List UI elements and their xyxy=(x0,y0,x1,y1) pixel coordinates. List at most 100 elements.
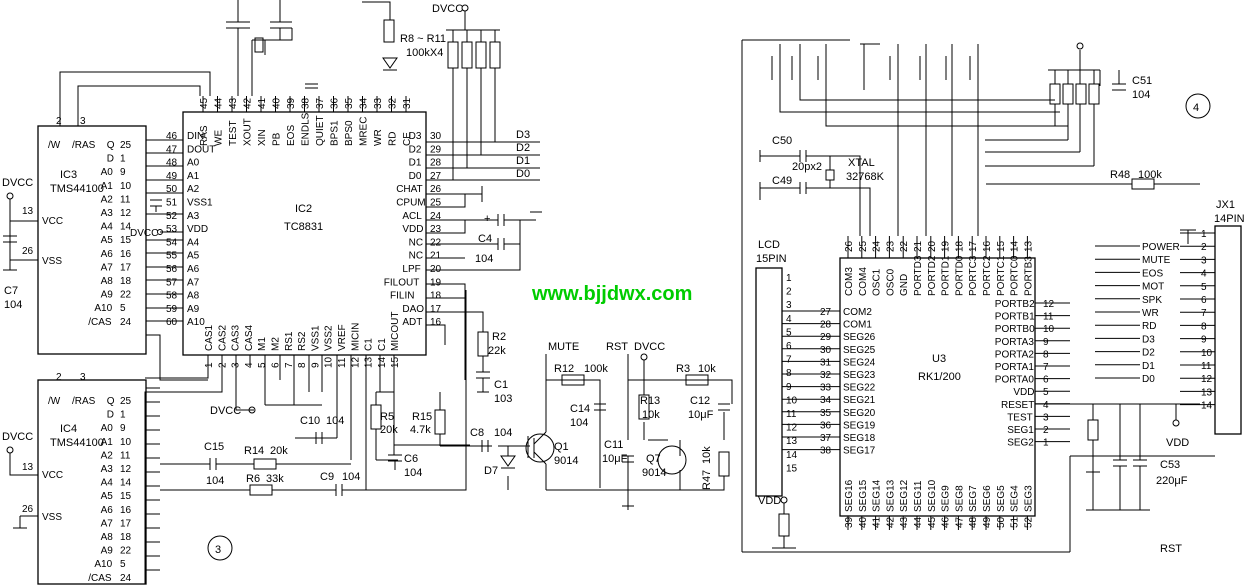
ic2-pin-number: 40 xyxy=(272,97,283,109)
ground-icon-vss1 xyxy=(150,199,162,212)
ic2-pin-name: ENDLS xyxy=(301,112,312,146)
c14-label: C14 xyxy=(570,403,590,415)
u3-pin-number: 23 xyxy=(885,240,896,252)
u3-pin-name: GND xyxy=(899,274,910,296)
c15-c9-cap-icons xyxy=(209,458,343,496)
ic2-pin-name: A4 xyxy=(187,237,200,248)
q1-value: 9014 xyxy=(554,455,578,467)
r2-resistor-icon xyxy=(477,331,489,357)
u3-pin-name: PORTC1 xyxy=(996,255,1007,296)
ic2-pin-number: 37 xyxy=(315,97,326,109)
led-wire xyxy=(362,1,391,20)
ic2-pin-number: 41 xyxy=(257,97,268,109)
filter-wires xyxy=(426,283,484,380)
reset-wires xyxy=(1035,403,1215,552)
ic2-pin-name: MICIN xyxy=(350,323,361,351)
u3-pin-number: 44 xyxy=(913,516,924,528)
ic3-vss-pin: 26 xyxy=(22,246,34,257)
u3-pin-number: 19 xyxy=(941,240,952,252)
lcd-connector-body xyxy=(755,267,783,497)
ic4-top-pin-name: /RAS xyxy=(72,396,96,407)
ic3-to-ic2-ras-we-wires xyxy=(59,71,211,126)
xtal-value: 32768K xyxy=(846,171,885,183)
ic2-pin-name: WR xyxy=(373,129,384,146)
u3-pin-name: SEG26 xyxy=(843,332,876,343)
lcd-pin-number: 12 xyxy=(786,423,798,434)
u3-pin-name: PORTB1 xyxy=(995,312,1035,323)
ic2-pin-name: CAS1 xyxy=(204,324,215,351)
dvcc-label-vdd: DVCC xyxy=(130,228,158,239)
u3-pin-name: PORTB2 xyxy=(995,299,1035,310)
vdd-terminal-icon xyxy=(1172,419,1180,427)
c1-label: C1 xyxy=(494,379,508,391)
r6-label: R6 xyxy=(246,473,260,485)
ic4-pin-number: 17 xyxy=(120,518,132,529)
r48-value: 100k xyxy=(1138,169,1162,181)
dvcc-terminal-icon-5 xyxy=(640,353,648,361)
jx1-title: JX1 xyxy=(1216,199,1235,211)
lcd-pin-number: 13 xyxy=(786,436,798,447)
r6-resistor-icon xyxy=(249,484,273,496)
mute-label: MUTE xyxy=(548,341,579,353)
vdd-resistor-icon xyxy=(778,513,790,537)
ic3-vcc-name: VCC xyxy=(42,216,63,227)
ic2-pin-name: M2 xyxy=(271,337,282,351)
ic2-pin-number: 55 xyxy=(166,251,178,262)
ic3-pin-number: 22 xyxy=(120,290,132,301)
ic4-ref: IC4 xyxy=(60,423,77,435)
u3-pin-name: SEG4 xyxy=(1010,485,1021,512)
c12-capacitor-icon xyxy=(718,403,730,411)
c1-capacitor-icon xyxy=(476,356,490,393)
ic2-pin-number: 53 xyxy=(166,224,178,235)
u3-pin-number: 38 xyxy=(820,446,832,457)
ic4-pin-number: 5 xyxy=(120,559,126,570)
ic2-pin-number: 56 xyxy=(166,264,178,275)
jx1-signal-label: WR xyxy=(1142,308,1159,319)
ic2-pin-number: 8 xyxy=(297,362,308,368)
ic2-pin-name: FILOUT xyxy=(384,277,420,288)
ic2-pin-name: M1 xyxy=(257,337,268,351)
ic2-pin-name: VSS2 xyxy=(324,325,335,351)
ic3-pin-name: A8 xyxy=(101,276,114,287)
ic2-pin-name: CHAT xyxy=(396,184,422,195)
ic2-pin-number: 31 xyxy=(402,97,413,109)
ic2-pin-number: 10 xyxy=(324,356,335,368)
r13-value: 10k xyxy=(642,409,660,421)
ic2-pin-number: 26 xyxy=(430,184,442,195)
d7-diode-icon xyxy=(500,455,516,469)
dvcc-label-q7: DVCC xyxy=(634,341,665,353)
ic4-vcc-pin: 13 xyxy=(22,462,34,473)
ic2-pin-name: A6 xyxy=(187,264,200,275)
u3-pin-number: 47 xyxy=(954,516,965,528)
u3-pin-name: SEG23 xyxy=(843,370,876,381)
ic3-pin-name: A7 xyxy=(101,262,114,273)
jx1-signal-label: POWER xyxy=(1142,242,1180,253)
u3-pin-name: PORTA0 xyxy=(995,375,1035,386)
u3-pin-number: 31 xyxy=(820,357,832,368)
jx1-signal-label: D1 xyxy=(1142,361,1155,372)
ic2-pin-number: 29 xyxy=(430,144,442,155)
ic2-pin-name: MREC xyxy=(359,117,370,146)
ic2-pin-number: 25 xyxy=(430,198,442,209)
ic2-pin-number: 33 xyxy=(373,97,384,109)
ic3-ref: IC3 xyxy=(60,169,77,181)
ic2-part: TC8831 xyxy=(284,221,323,233)
ic2-pin-name: XIN xyxy=(257,129,268,146)
jx1-signal-label: D2 xyxy=(1142,348,1155,359)
u3-pin-name: VDD xyxy=(1013,387,1034,398)
ic4-pin-name: A1 xyxy=(101,437,114,448)
u3-pin-name: SEG1 xyxy=(1007,425,1034,436)
d3-label: D3 xyxy=(516,129,530,141)
ic2-ref: IC2 xyxy=(295,203,312,215)
ic2-pin-name: CAS2 xyxy=(217,324,228,351)
u3-pin-name: SEG5 xyxy=(996,485,1007,512)
ic4-part: TMS44100 xyxy=(50,437,104,449)
ic2-pin-name: VDD xyxy=(402,224,423,235)
r5-value: 20k xyxy=(380,424,398,436)
ic2-pin-number: 18 xyxy=(430,291,442,302)
ic2-pin-name: QUIET xyxy=(315,115,326,146)
r3-value: 10k xyxy=(698,363,716,375)
ic3-bus-wires xyxy=(146,139,208,381)
